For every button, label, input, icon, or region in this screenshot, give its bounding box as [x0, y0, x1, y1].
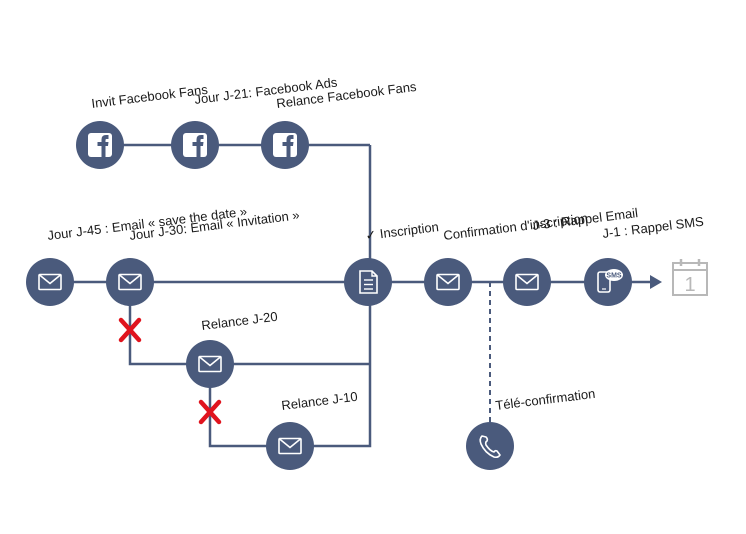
node-tele-confirmation[interactable]	[466, 422, 514, 470]
node-rappel-email[interactable]	[503, 258, 551, 306]
cross-icon	[118, 317, 142, 343]
node-relance-facebook[interactable]	[261, 121, 309, 169]
node-inscription[interactable]	[344, 258, 392, 306]
node-email-save-date[interactable]	[26, 258, 74, 306]
arrow-icon	[650, 275, 662, 289]
node-facebook-ads[interactable]	[171, 121, 219, 169]
document-icon	[359, 270, 378, 294]
calendar-icon: 1	[672, 259, 708, 296]
facebook-icon	[183, 133, 207, 157]
calendar-day: 1	[684, 274, 695, 296]
phone-icon	[479, 435, 501, 459]
label-inscription: ✓ Inscription	[365, 219, 440, 243]
label-relance-20: Relance J-20	[201, 309, 279, 333]
node-confirmation[interactable]	[424, 258, 472, 306]
label-invit-facebook: Invit Facebook Fans	[91, 82, 210, 111]
facebook-icon	[273, 133, 297, 157]
label-tele-confirmation: Télé-confirmation	[495, 386, 597, 413]
sms-phone-icon: SMS	[597, 269, 623, 293]
line-relance-20-branch	[128, 282, 210, 366]
line-relance-10-return	[290, 282, 372, 448]
cross-icon	[198, 399, 222, 425]
node-relance-20[interactable]	[186, 340, 234, 388]
line-relance-10-branch	[208, 364, 290, 448]
node-invit-facebook[interactable]	[76, 121, 124, 169]
sms-badge: SMS	[606, 273, 622, 280]
node-rappel-sms[interactable]: SMS	[584, 258, 632, 306]
node-email-invitation[interactable]	[106, 258, 154, 306]
node-relance-10[interactable]	[266, 422, 314, 470]
facebook-icon	[88, 133, 112, 157]
label-relance-10: Relance J-10	[281, 389, 359, 413]
